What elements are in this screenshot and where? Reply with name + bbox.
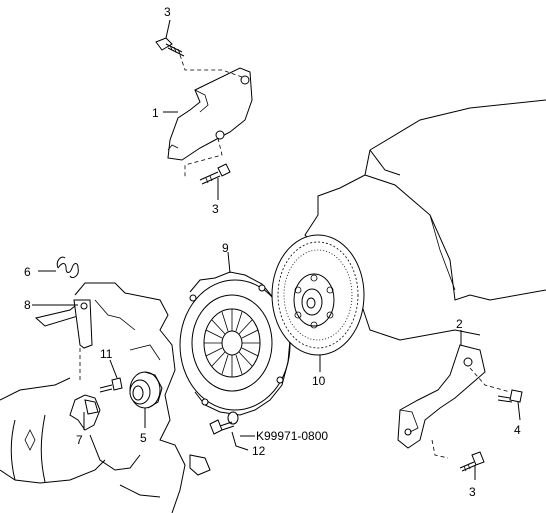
label-bolt-bottom: 3 — [469, 485, 476, 499]
bracket-hole-top — [240, 75, 250, 85]
bolt-right — [497, 389, 523, 421]
pilot-bolt — [209, 411, 255, 451]
transmission-housing-outline — [304, 99, 546, 341]
label-bolt-middle: 3 — [212, 202, 219, 216]
upper-bracket — [167, 54, 253, 178]
label-upper-bracket: 1 — [152, 106, 159, 120]
lower-bracket — [397, 330, 511, 459]
pressure-plate — [179, 251, 291, 416]
label-spring: 6 — [24, 265, 31, 279]
bolt-top — [155, 19, 185, 57]
return-spring — [38, 256, 79, 279]
label-pressure-plate: 9 — [222, 241, 229, 255]
bolt-middle — [199, 163, 231, 200]
release-fork — [69, 394, 101, 431]
label-clutch-disc: 10 — [312, 374, 326, 388]
label-lever: 8 — [24, 298, 31, 312]
clutch-disc — [271, 234, 365, 372]
label-release-fork: 7 — [76, 433, 83, 447]
label-fork-bolt: 11 — [100, 347, 113, 361]
label-lower-bracket: 2 — [456, 317, 463, 331]
label-bolt-top: 3 — [164, 5, 171, 19]
release-bearing — [129, 371, 163, 428]
label-pilot-bolt: 12 — [252, 444, 266, 458]
bracket-hole-bottom — [215, 130, 225, 140]
bolt-bottom — [459, 451, 485, 480]
fork-bolt — [99, 359, 123, 393]
label-part-number: K99971-0800 — [256, 429, 328, 443]
label-release-bearing: 5 — [140, 431, 147, 445]
label-bolt-right: 4 — [514, 423, 521, 437]
engine-block-outline — [0, 282, 211, 513]
release-lever — [32, 299, 93, 380]
